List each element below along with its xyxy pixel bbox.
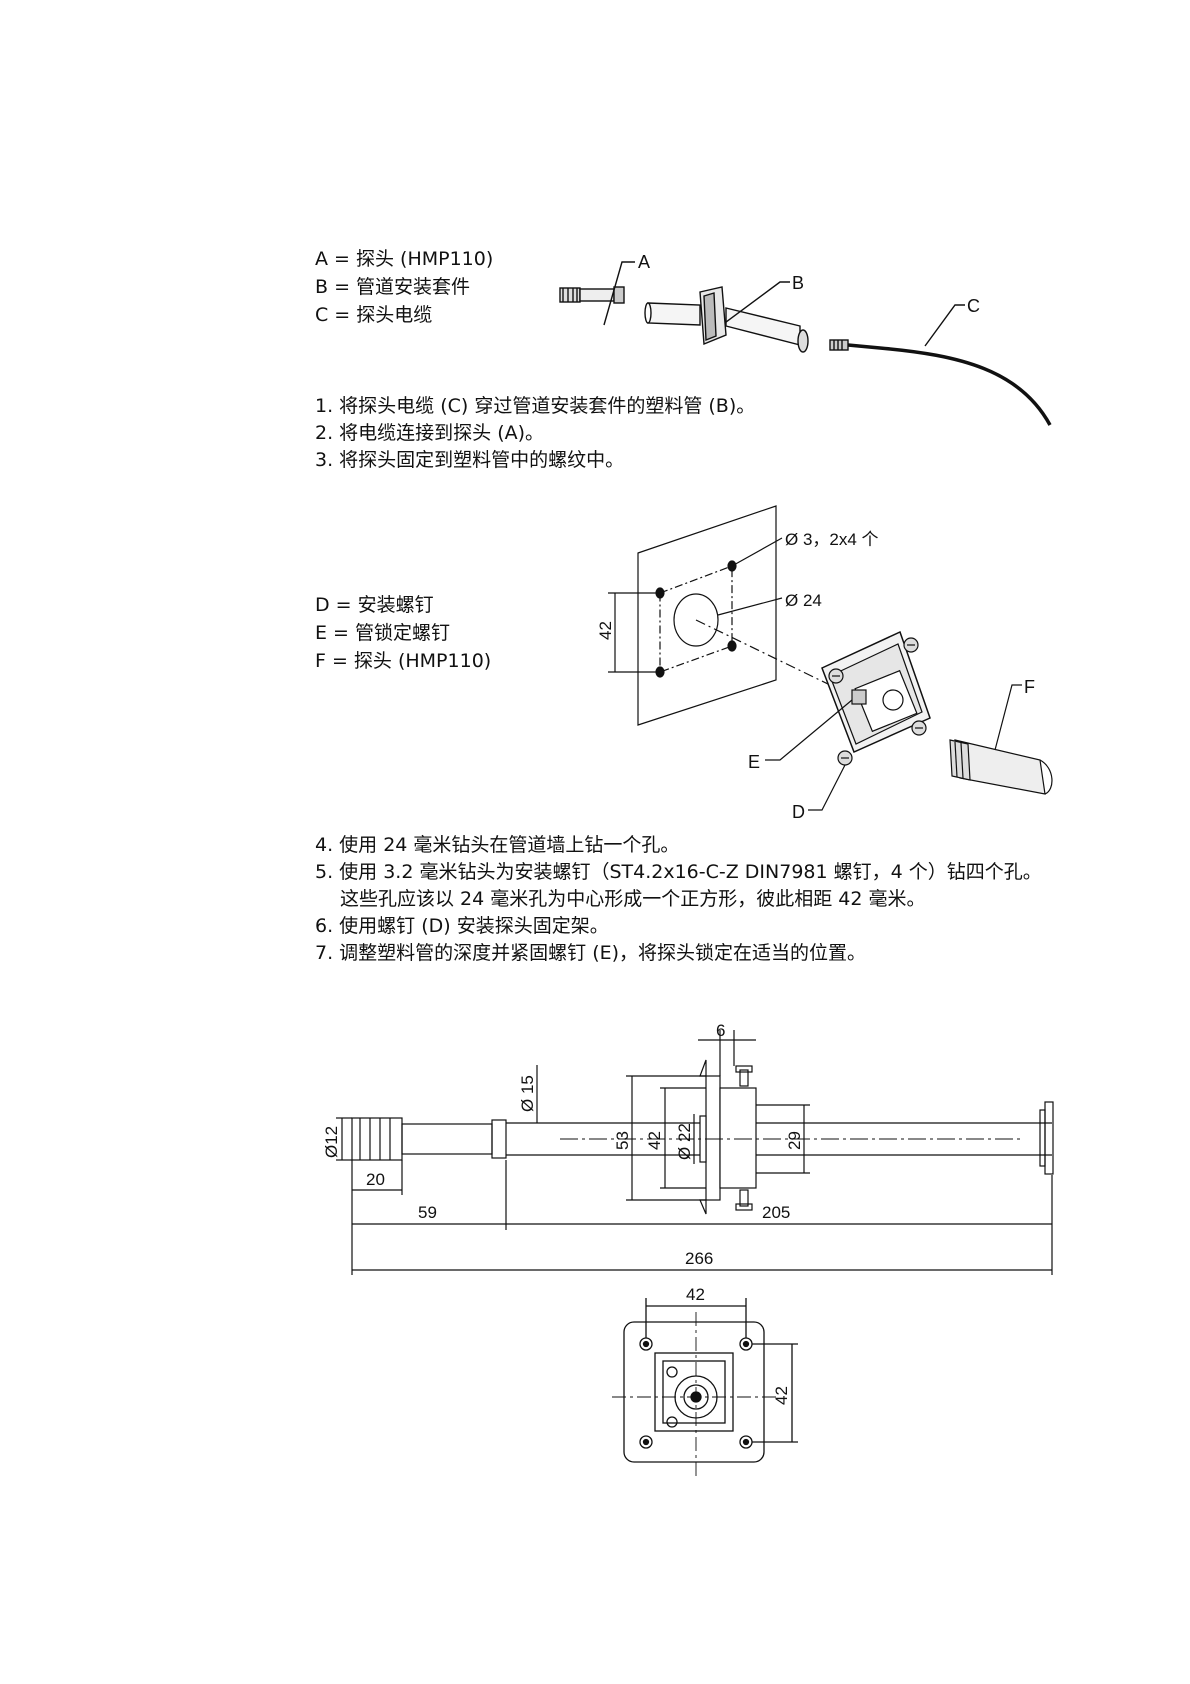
step-1: 1. 将探头电缆 (C) 穿过管道安装套件的塑料管 (B)。 [315, 395, 756, 417]
dim-len-266: 266 [685, 1249, 713, 1268]
fig2-label-spacing: 42 [596, 621, 615, 640]
dim-d15: Ø 15 [518, 1075, 537, 1112]
step-5-continued: 这些孔应该以 24 毫米孔为中心形成一个正方形，彼此相距 42 毫米。 [340, 888, 926, 910]
dim-len-20: 20 [366, 1170, 385, 1189]
legend-d: D = 安装螺钉 [315, 594, 434, 616]
step-3: 3. 将探头固定到塑料管中的螺纹中。 [315, 449, 625, 471]
step-5: 5. 使用 3.2 毫米钻头为安装螺钉（ST4.2x16-C-Z DIN7981… [315, 861, 1042, 883]
fig2-label-e: E [748, 752, 760, 772]
legend-f: F = 探头 (HMP110) [315, 650, 492, 672]
dim-h29: 29 [785, 1131, 804, 1150]
fig1-label-c: C [967, 296, 980, 316]
mounting-bracket-drawing [821, 630, 931, 766]
probe-a-drawing [559, 286, 625, 304]
duct-kit-b-drawing [644, 286, 809, 353]
probe-f-drawing [949, 739, 1053, 795]
step-6: 6. 使用螺钉 (D) 安装探头固定架。 [315, 915, 609, 937]
dim-d12: Ø12 [322, 1126, 341, 1158]
dim-h42: 42 [645, 1131, 664, 1150]
dim-flange-6: 6 [716, 1021, 725, 1040]
dim-len-205: 205 [762, 1203, 790, 1222]
dim-len-59: 59 [418, 1203, 437, 1222]
fig2-label-hole-small: Ø 3，2x4 个 [785, 530, 879, 549]
fig1-label-b: B [792, 273, 804, 293]
dim-d22: Ø 22 [675, 1123, 694, 1160]
step-2: 2. 将电缆连接到探头 (A)。 [315, 422, 545, 444]
legend-b: B = 管道安装套件 [315, 276, 471, 298]
fig2-label-d: D [792, 802, 805, 822]
figure-mounting: Ø 3，2x4 个 Ø 24 42 F E D [596, 505, 1053, 822]
legend-e: E = 管锁定螺钉 [315, 622, 451, 644]
legend-a: A = 探头 (HMP110) [315, 248, 494, 270]
fig2-label-hole-big: Ø 24 [785, 591, 822, 610]
dim-h53: 53 [613, 1131, 632, 1150]
front-dim-width: 42 [686, 1285, 705, 1304]
step-4: 4. 使用 24 毫米钻头在管道墙上钻一个孔。 [315, 834, 680, 856]
fig2-label-f: F [1024, 677, 1035, 697]
figure-exploded-assembly: A B C [559, 252, 1052, 426]
legend-c: C = 探头电缆 [315, 304, 433, 326]
front-dim-height: 42 [772, 1386, 791, 1405]
step-7: 7. 调整塑料管的深度并紧固螺钉 (E)，将探头锁定在适当的位置。 [315, 942, 867, 964]
fig1-label-a: A [638, 252, 650, 272]
cable-c-drawing [829, 339, 1052, 426]
